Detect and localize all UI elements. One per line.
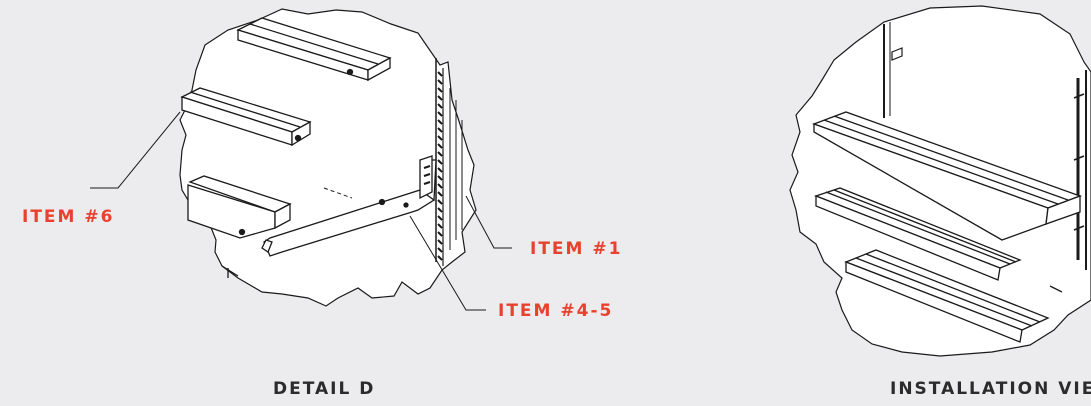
rail-slot	[437, 143, 443, 149]
leader-lines	[90, 111, 512, 311]
rail-slot	[437, 255, 443, 261]
rail-slot	[437, 79, 443, 85]
callout-item-1: ITEM #1	[530, 239, 623, 259]
rail-slot	[437, 127, 443, 133]
rail-slot	[437, 215, 443, 221]
shelf-bracket	[261, 155, 437, 257]
installation-shelf-top	[812, 111, 1082, 241]
rail-slot	[437, 167, 443, 173]
rail-slot	[437, 135, 443, 141]
installation-rails	[883, 22, 1087, 270]
shelf-top	[236, 17, 392, 82]
rail-slot	[437, 247, 443, 253]
rail-slot	[437, 95, 443, 101]
leader-item1	[465, 195, 512, 249]
rail-slot	[437, 223, 443, 229]
callout-item-6: ITEM #6	[22, 207, 115, 227]
rail-slot	[437, 175, 443, 181]
rail-slot	[437, 231, 443, 237]
caption-installation-view: INSTALLATION VIEW	[890, 379, 1091, 399]
rail-slot	[437, 87, 443, 93]
rail-slot	[437, 159, 443, 165]
shelf-middle	[180, 87, 312, 147]
caption-detail-d: DETAIL D	[273, 379, 376, 399]
rail-slot	[437, 151, 443, 157]
detail-d-view	[90, 8, 512, 311]
installation-view	[789, 5, 1091, 357]
rail-slot	[437, 239, 443, 245]
installation-shelf-middle	[814, 187, 1022, 281]
rail-slot	[437, 111, 443, 117]
rail-slot	[437, 207, 443, 213]
leader-item45	[409, 215, 486, 311]
rail-slot	[437, 191, 443, 197]
rail-slot	[437, 119, 443, 125]
installation-shelf-lower	[844, 249, 1063, 343]
rail-slot	[437, 103, 443, 109]
rail-slot	[437, 71, 443, 77]
rail-slot	[437, 183, 443, 189]
callout-item-4-5: ITEM #4-5	[498, 301, 614, 321]
rail-slot	[437, 199, 443, 205]
leader-item6	[90, 111, 181, 189]
shelf-lower	[187, 175, 292, 278]
